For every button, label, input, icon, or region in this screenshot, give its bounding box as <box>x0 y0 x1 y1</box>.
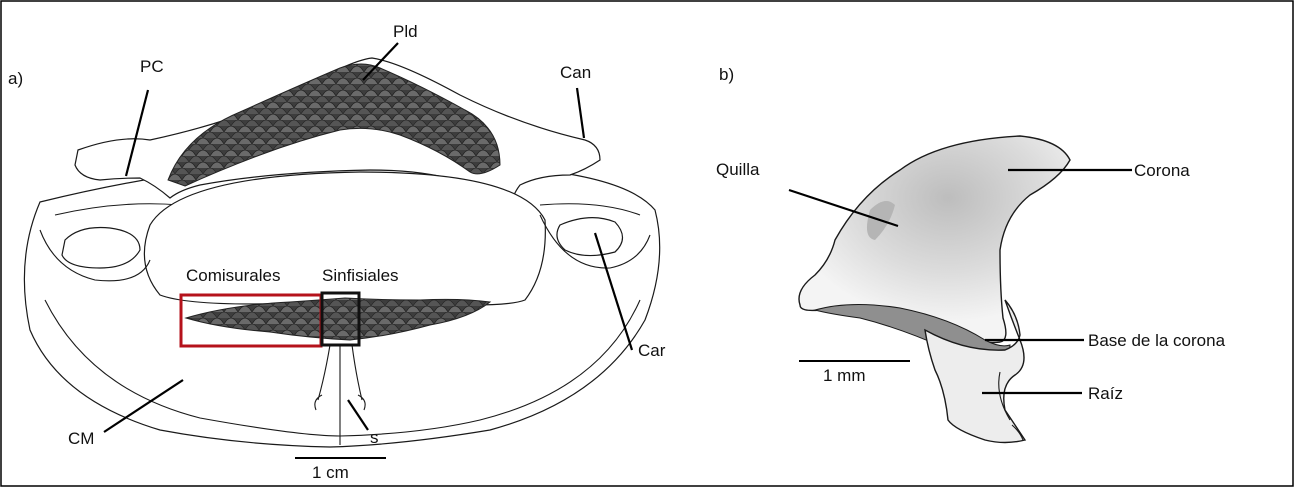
can-leader <box>577 88 584 138</box>
panel-a-label: a) <box>8 69 23 88</box>
base-corona-label: Base de la corona <box>1088 331 1226 350</box>
sinfisiales-label: Sinfisiales <box>322 266 399 285</box>
comisurales-label: Comisurales <box>186 266 280 285</box>
raiz-label: Raíz <box>1088 384 1123 403</box>
left-articular-process <box>62 228 140 269</box>
panel-b: b) Quilla Corona Base de la corona Raíz … <box>716 65 1226 443</box>
pld-label: Pld <box>393 22 418 41</box>
right-articular-process <box>557 218 623 256</box>
panel-a: a) Pld PC Can Car CM <box>8 22 666 482</box>
quilla-label: Quilla <box>716 160 760 179</box>
can-label: Can <box>560 63 591 82</box>
scale-bar-a-label: 1 cm <box>312 463 349 482</box>
mouth-opening <box>144 172 545 305</box>
car-label: Car <box>638 341 666 360</box>
s-label: s <box>370 428 379 447</box>
pc-label: PC <box>140 57 164 76</box>
cm-label: CM <box>68 429 94 448</box>
scale-bar-b-label: 1 mm <box>823 366 866 385</box>
panel-b-label: b) <box>719 65 734 84</box>
corona-label: Corona <box>1134 161 1190 180</box>
